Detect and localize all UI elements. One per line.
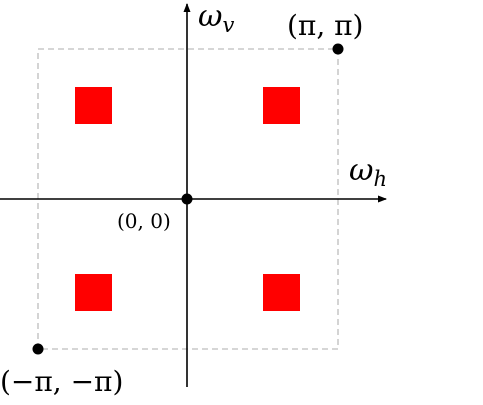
bottom-left-point [32,343,44,355]
red-square-top-left [75,87,112,124]
bottom-left-point-label: (−π, −π) [0,365,123,398]
red-square-top-right [263,87,300,124]
top-right-point [332,43,344,55]
vertical-axis-label: ωv [198,0,234,37]
origin-label: (0, 0) [117,209,171,233]
horizontal-axis-label: ωh [349,153,387,191]
origin-point [181,193,193,205]
red-square-bottom-right [263,274,300,311]
vertical-axis-subscript: v [222,13,234,37]
red-square-bottom-left [75,274,112,311]
horizontal-axis-subscript: h [373,167,387,191]
top-right-point-label: (π, π) [287,9,363,42]
